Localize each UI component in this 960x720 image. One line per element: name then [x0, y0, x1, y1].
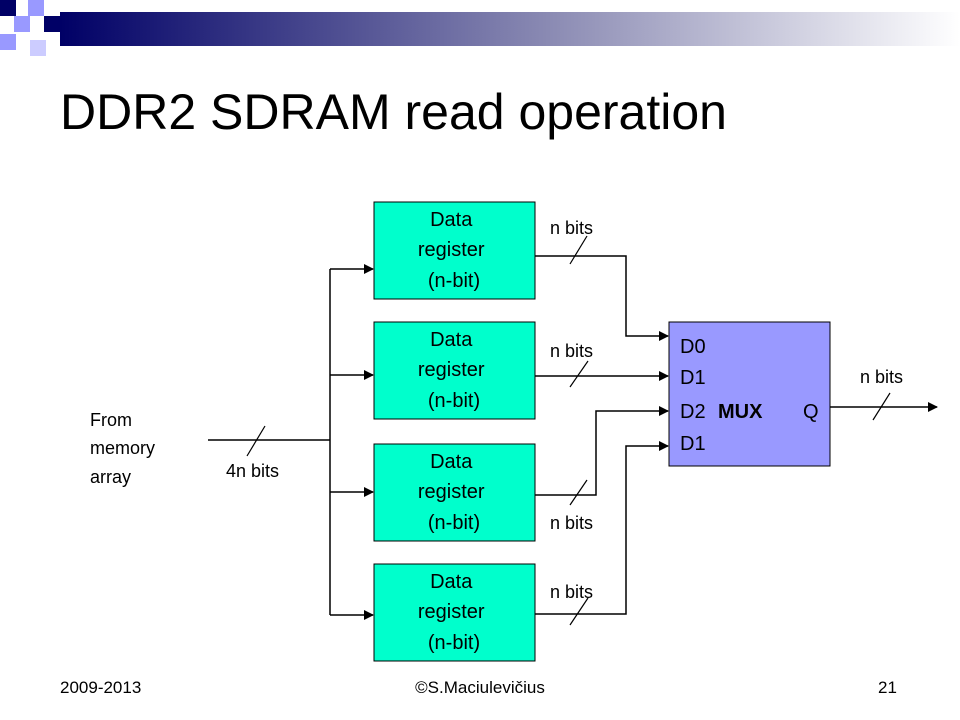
- register-4-width-tick: [569, 597, 589, 626]
- mux-block: [668, 321, 831, 467]
- register-label-line: Data: [430, 451, 473, 473]
- register-label-line: Data: [430, 329, 473, 351]
- output-width-label: n bits: [860, 367, 903, 387]
- mux-input-d2: D2: [680, 401, 706, 423]
- register-2-width-tick: [569, 360, 589, 388]
- register-label-line: Data: [430, 209, 473, 231]
- data-register-3: [373, 443, 536, 542]
- mux-input-d1: D1: [680, 367, 706, 389]
- register-3-output-wire: [535, 406, 669, 496]
- register-label-line: (n-bit): [428, 632, 480, 654]
- deco-square-navy-1: [0, 0, 16, 16]
- data-register-1-label: Data register (n-bit): [418, 209, 490, 292]
- register-label-line: register: [418, 239, 485, 261]
- deco-square-lavender-3: [0, 34, 16, 50]
- deco-square-lavender-4: [30, 40, 46, 56]
- data-register-3-label: Data register (n-bit): [418, 451, 490, 534]
- input-bus-width-tick: [246, 425, 266, 457]
- source-label-line: memory: [90, 438, 155, 458]
- footer-date-range: 2009-2013: [60, 678, 142, 697]
- register-2-width-label: n bits: [550, 341, 593, 361]
- source-label: From memory array: [90, 410, 160, 487]
- mux-output-q: Q: [803, 401, 819, 423]
- register-label-line: (n-bit): [428, 270, 480, 292]
- slide-title: DDR2 SDRAM read operation: [60, 84, 727, 140]
- deco-square-lavender-1: [28, 0, 44, 16]
- register-label-line: (n-bit): [428, 512, 480, 534]
- mux-input-d0: D0: [680, 336, 706, 358]
- register-4-output-wire: [535, 441, 669, 615]
- register-1-width-tick: [569, 235, 588, 265]
- register-3-width-tick: [569, 479, 588, 506]
- register-3-width-label: n bits: [550, 513, 593, 533]
- mux-name: MUX: [718, 401, 763, 423]
- footer-copyright: ©S.Maciulevičius: [415, 678, 545, 697]
- register-label-line: Data: [430, 571, 473, 593]
- input-bus-width-label: 4n bits: [226, 461, 279, 481]
- mux-input-d1-second: D1: [680, 433, 706, 455]
- register-1-width-label: n bits: [550, 218, 593, 238]
- register-1-output-wire: [535, 255, 669, 341]
- register-label-line: register: [418, 359, 485, 381]
- data-register-2: [373, 321, 536, 420]
- data-register-4: [373, 563, 536, 662]
- register-label-line: register: [418, 601, 485, 623]
- register-label-line: register: [418, 481, 485, 503]
- deco-square-navy-2: [44, 16, 60, 32]
- slide-number: 21: [878, 678, 897, 697]
- data-register-4-label: Data register (n-bit): [418, 571, 490, 654]
- deco-square-lavender-2: [14, 16, 30, 32]
- data-register-2-label: Data register (n-bit): [418, 329, 490, 412]
- header-decoration: [0, 0, 960, 56]
- source-label-line: From: [90, 410, 132, 430]
- register-label-line: (n-bit): [428, 390, 480, 412]
- header-gradient-band: [60, 12, 960, 46]
- source-label-line: array: [90, 467, 131, 487]
- output-width-tick: [872, 392, 891, 421]
- data-register-1: [373, 201, 536, 300]
- register-4-width-label: n bits: [550, 582, 593, 602]
